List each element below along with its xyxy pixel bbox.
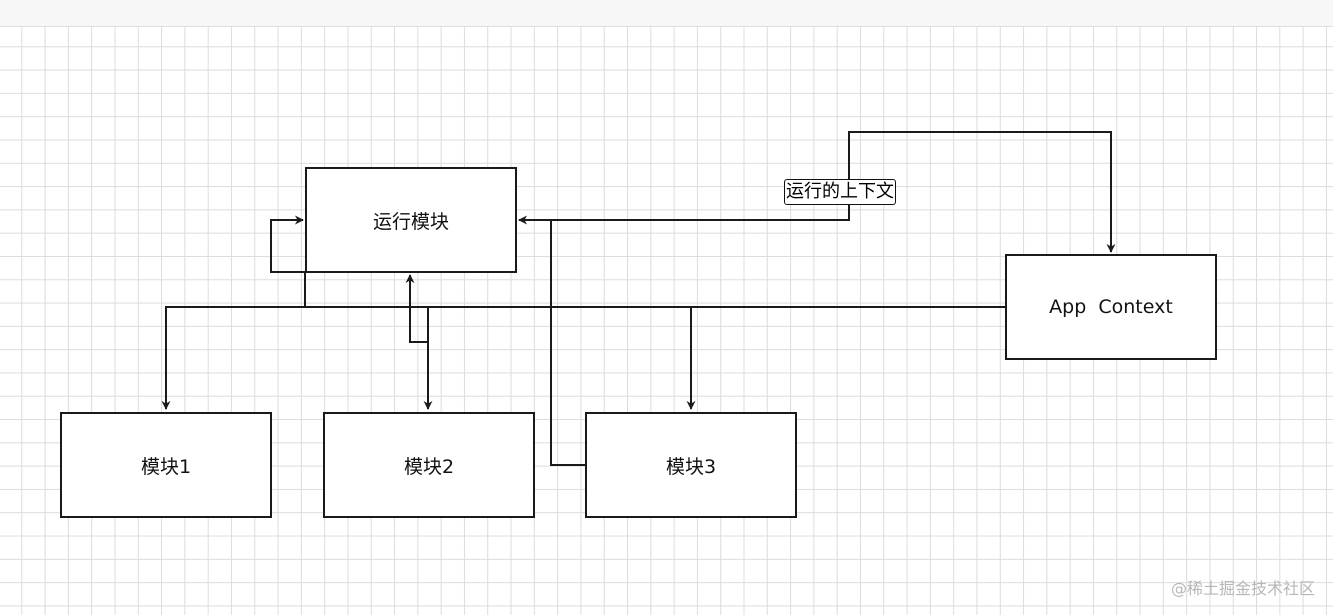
node-run-module-label: 运行模块 (372, 210, 449, 233)
node-module2-label: 模块2 (403, 455, 455, 478)
node-app-context[interactable]: App Context (1005, 254, 1217, 360)
top-toolbar (0, 0, 1333, 27)
node-module1[interactable]: 模块1 (60, 412, 272, 518)
node-app-context-label: App Context (1049, 296, 1173, 318)
node-module3[interactable]: 模块3 (585, 412, 797, 518)
edge-module2-to-run[interactable] (405, 274, 428, 343)
edge-run-to-module1[interactable] (161, 272, 306, 410)
watermark: @稀土掘金技术社区 (1170, 579, 1315, 598)
edge-context-to-app[interactable] (551, 131, 1116, 253)
node-module1-label: 模块1 (140, 455, 192, 478)
node-module3-label: 模块3 (665, 455, 717, 478)
edge-label-run-context[interactable]: 运行的上下文 (784, 179, 896, 205)
node-run-module[interactable]: 运行模块 (305, 167, 517, 273)
edge-module3-to-run[interactable] (518, 215, 585, 466)
node-module2[interactable]: 模块2 (323, 412, 535, 518)
edge-self-loop[interactable] (270, 215, 305, 273)
